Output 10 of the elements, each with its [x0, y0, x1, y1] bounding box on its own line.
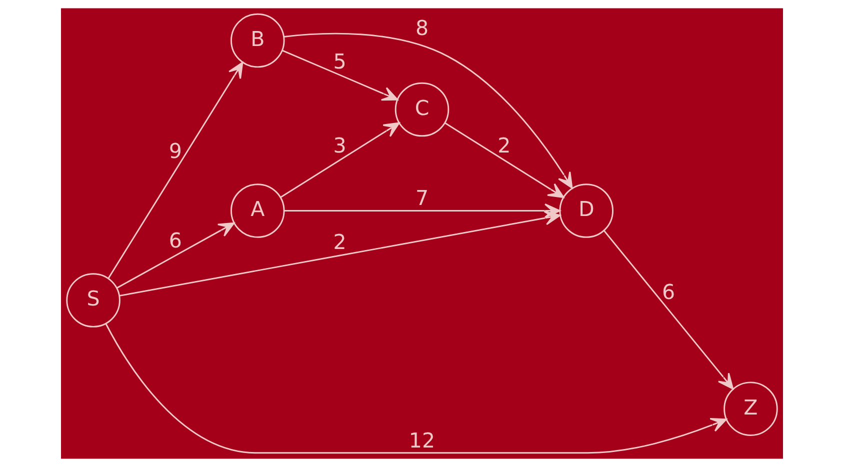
edge-label: 5: [333, 50, 346, 74]
edge-label: 12: [408, 428, 436, 452]
edge-label: 2: [498, 133, 511, 158]
edge-label: 8: [415, 16, 429, 40]
edge-label: 2: [333, 230, 346, 254]
edge-label: 6: [168, 228, 182, 253]
edge-label: 7: [415, 186, 429, 210]
edge-label: 9: [168, 139, 182, 164]
edge-label: 3: [333, 133, 346, 158]
edge-label: 6: [662, 280, 676, 304]
